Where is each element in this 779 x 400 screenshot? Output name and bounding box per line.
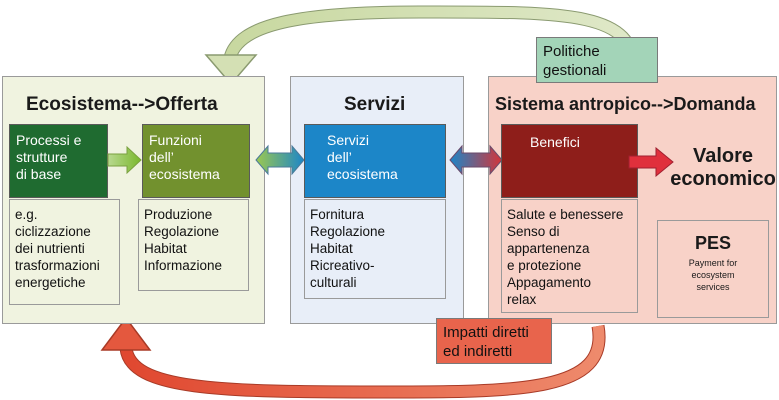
services-to-demand-arrow [449,144,503,176]
services-panel-title: Servizi [344,94,406,115]
processes-box: Processi e strutture di base [9,124,108,198]
supply-inner-arrow [107,146,142,174]
pes-title: PES [694,233,732,253]
policies-arrow-head [204,54,258,86]
services-list: Fornitura Regolazione Habitat Ricreativo… [304,199,446,299]
supply-panel [2,76,265,324]
demand-panel-title: Sistema antropico-->Domanda [495,94,756,114]
pes-box: PES Payment for ecosystem services [657,220,769,318]
benefits-box: Benefici [501,124,638,198]
services-panel [290,76,464,324]
functions-box: Funzioni dell’ ecosistema [142,124,250,198]
functions-list: Produzione Regolazione Habitat Informazi… [138,199,249,291]
processes-examples: e.g. ciclizzazione dei nutrienti trasfor… [9,199,120,305]
supply-to-services-arrow [255,144,305,176]
impacts-label: Impatti diretti ed indiretti [436,318,552,364]
impacts-arrow-head [100,316,152,351]
policies-label: Politiche gestionali [536,37,658,83]
economic-value: Valore economico [670,145,776,190]
services-box: Servizi dell’ ecosistema [304,124,446,198]
benefits-to-value-arrow [628,147,674,177]
benefits-list: Salute e benessere Senso di appartenenza… [501,199,638,313]
supply-panel-title: Ecosistema-->Offerta [26,94,218,115]
demand-panel [488,76,777,324]
pes-subtitle: Payment for ecosystem services [688,258,738,292]
